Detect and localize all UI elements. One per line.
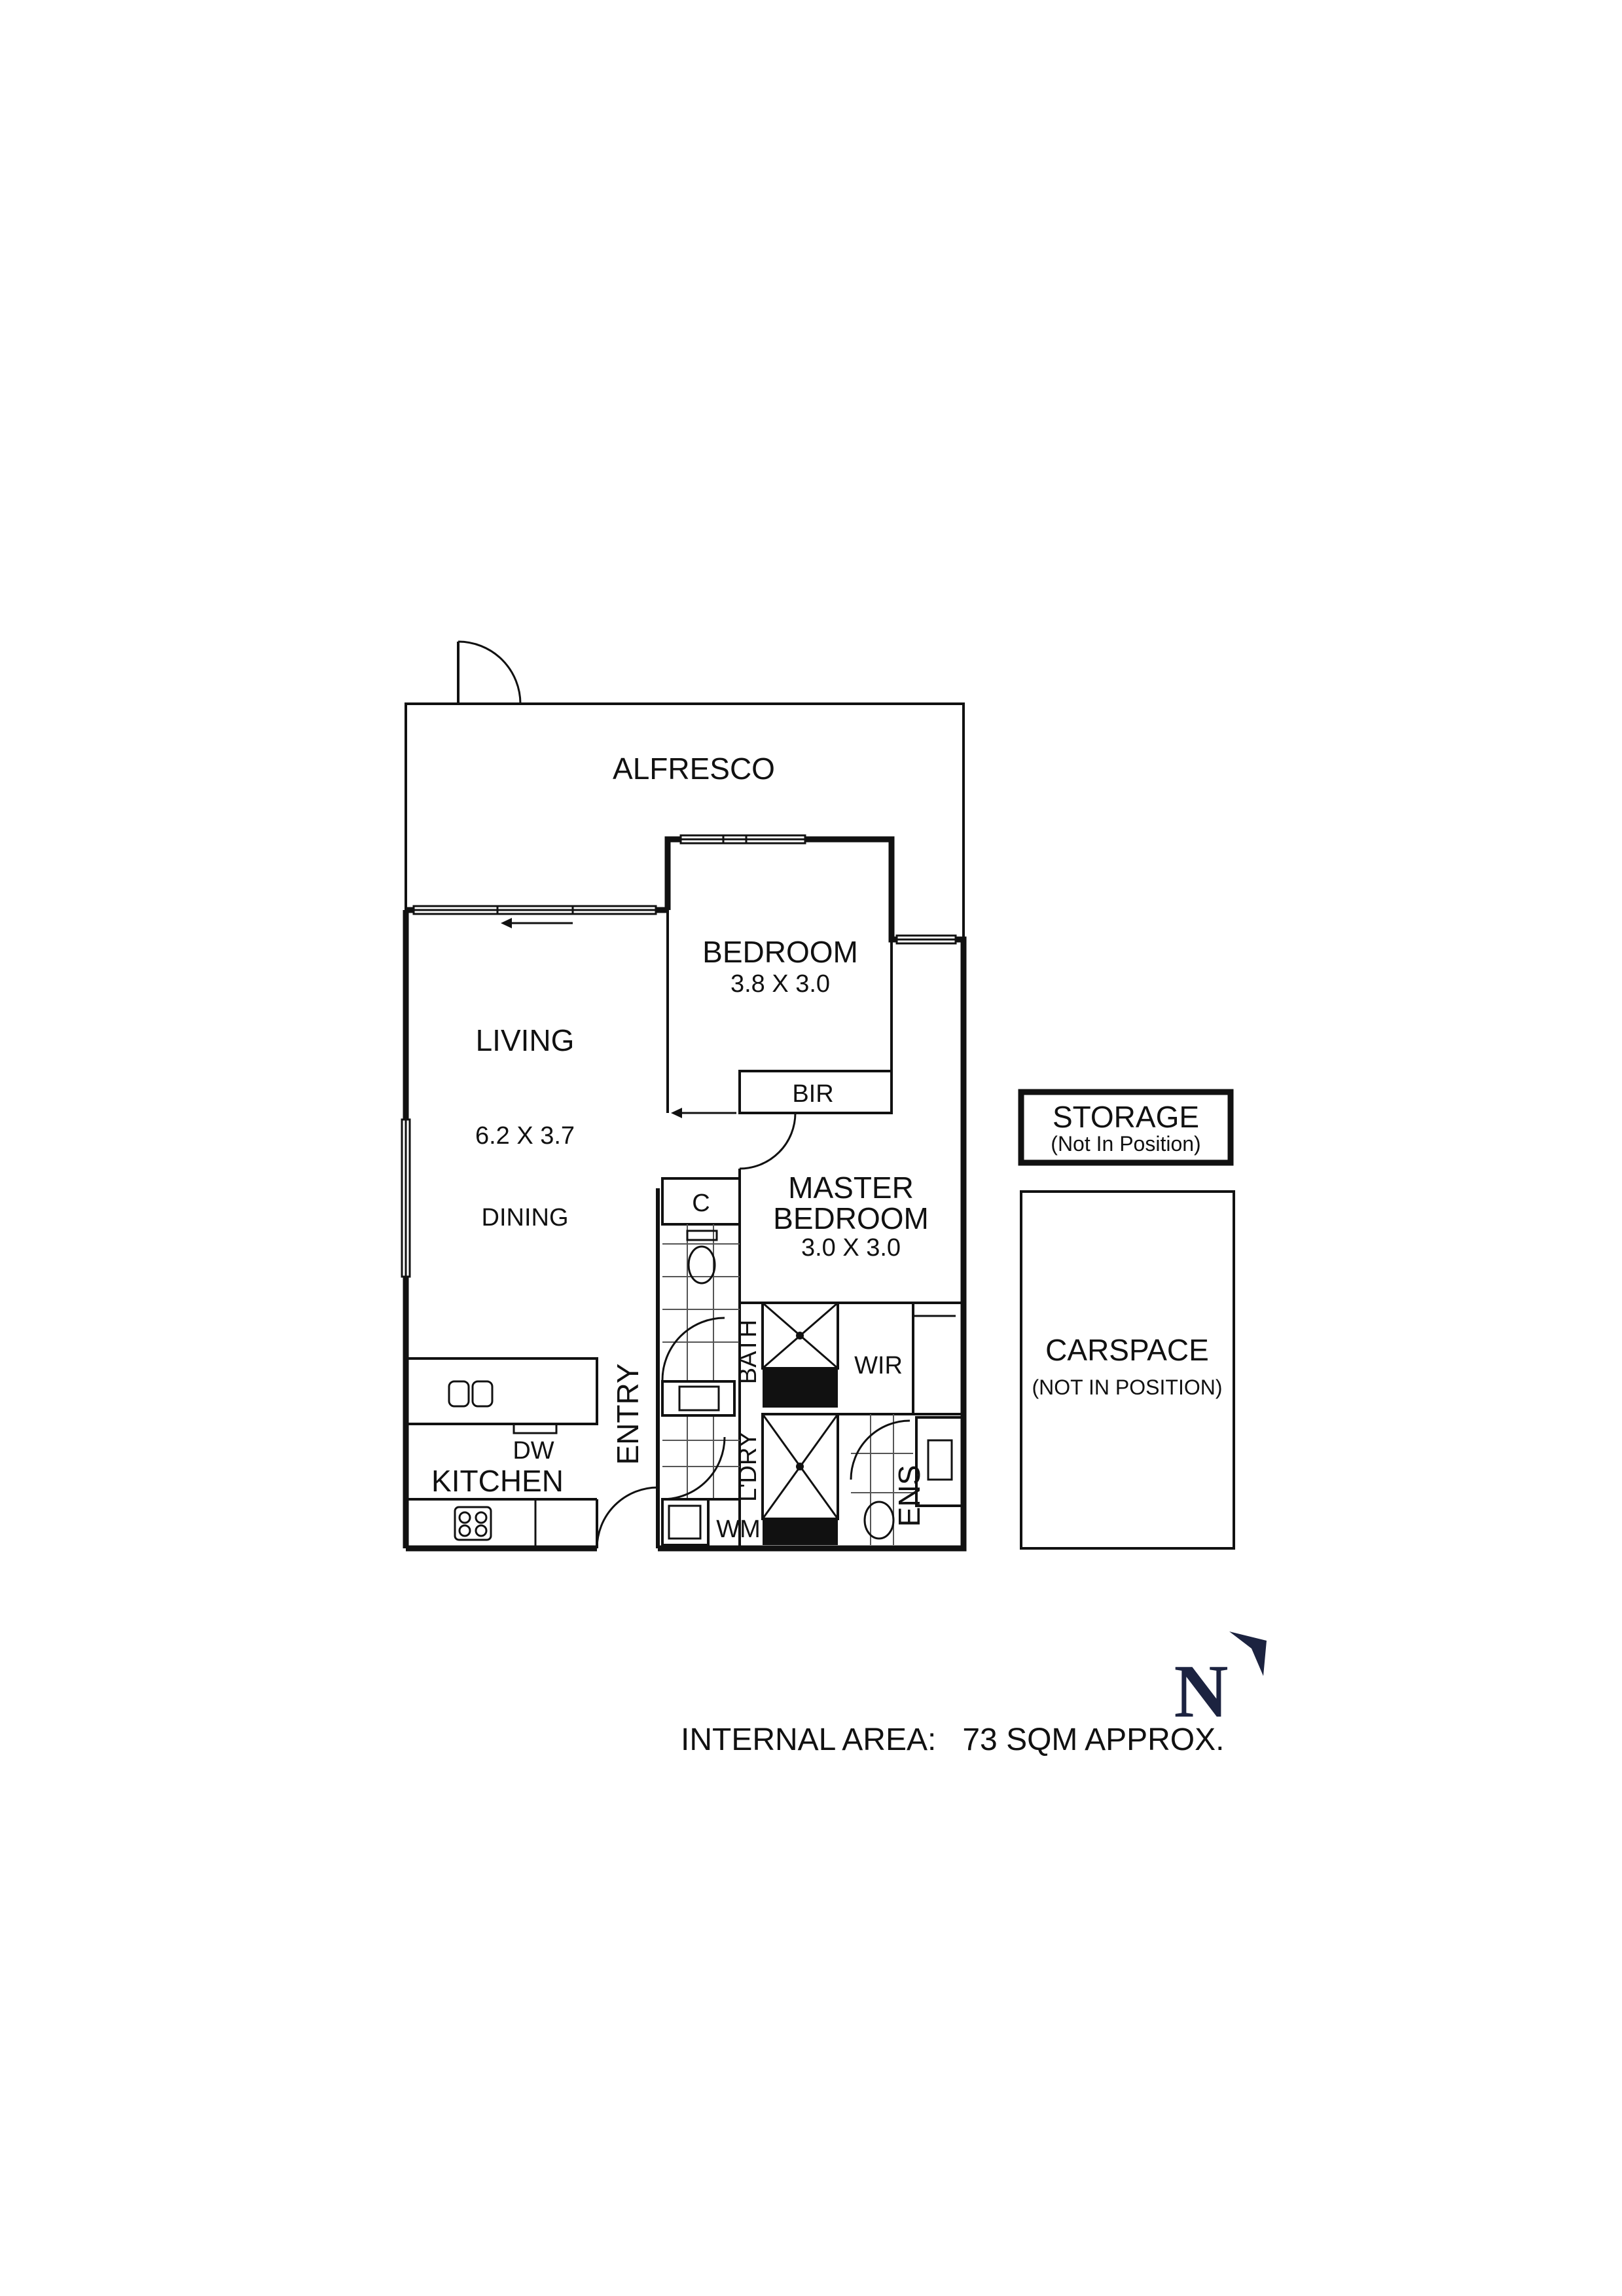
internal-area-caption: INTERNAL AREA: 73 SQM APPROX. bbox=[681, 1722, 1225, 1758]
compass-letter: N bbox=[1174, 1650, 1228, 1733]
wir-label: WIR bbox=[854, 1352, 903, 1379]
living-label: LIVING bbox=[476, 1023, 575, 1057]
cupboard-label: C bbox=[692, 1190, 710, 1217]
kitchen bbox=[405, 1357, 658, 1549]
north-arrow-icon bbox=[1229, 1631, 1267, 1676]
ensuite bbox=[838, 1413, 964, 1545]
carspace-title: CARSPACE bbox=[1045, 1333, 1209, 1367]
compass-north-icon: N bbox=[1174, 1631, 1267, 1733]
kitchen-label: KITCHEN bbox=[431, 1464, 564, 1498]
internal-area-value: 73 SQM APPROX. bbox=[962, 1722, 1225, 1757]
bedroom-label: BEDROOM bbox=[702, 935, 858, 969]
storage-note: (Not In Position) bbox=[1051, 1132, 1200, 1156]
master-label-2: BEDROOM bbox=[773, 1201, 929, 1235]
carspace-box bbox=[1020, 1190, 1235, 1550]
living-size: 6.2 X 3.7 bbox=[475, 1122, 575, 1150]
bath-label: BATH bbox=[734, 1320, 762, 1385]
alfresco-label: ALFRESCO bbox=[613, 752, 775, 786]
carspace-note: (NOT IN POSITION) bbox=[1032, 1376, 1223, 1399]
bir-label: BIR bbox=[792, 1080, 833, 1108]
ens-label: ENS bbox=[892, 1465, 926, 1527]
bedroom-size: 3.8 X 3.0 bbox=[730, 970, 830, 998]
master-label-1: MASTER bbox=[788, 1171, 914, 1205]
storage-title: STORAGE bbox=[1053, 1100, 1199, 1134]
internal-area-label: INTERNAL AREA: bbox=[681, 1722, 937, 1757]
showers bbox=[761, 1302, 839, 1545]
laundry-label: L'DRY bbox=[734, 1431, 762, 1502]
wm-label: WM bbox=[716, 1516, 761, 1543]
master-size: 3.0 X 3.0 bbox=[801, 1234, 901, 1262]
dining-label: DINING bbox=[482, 1204, 569, 1231]
bath-column bbox=[661, 1177, 741, 1546]
alfresco-outline bbox=[405, 640, 965, 939]
windows bbox=[401, 834, 957, 1278]
dw-label: DW bbox=[513, 1437, 554, 1465]
storage-box bbox=[1018, 1089, 1234, 1166]
bedroom-walls bbox=[666, 910, 893, 1170]
entry-label: ENTRY bbox=[611, 1363, 645, 1465]
